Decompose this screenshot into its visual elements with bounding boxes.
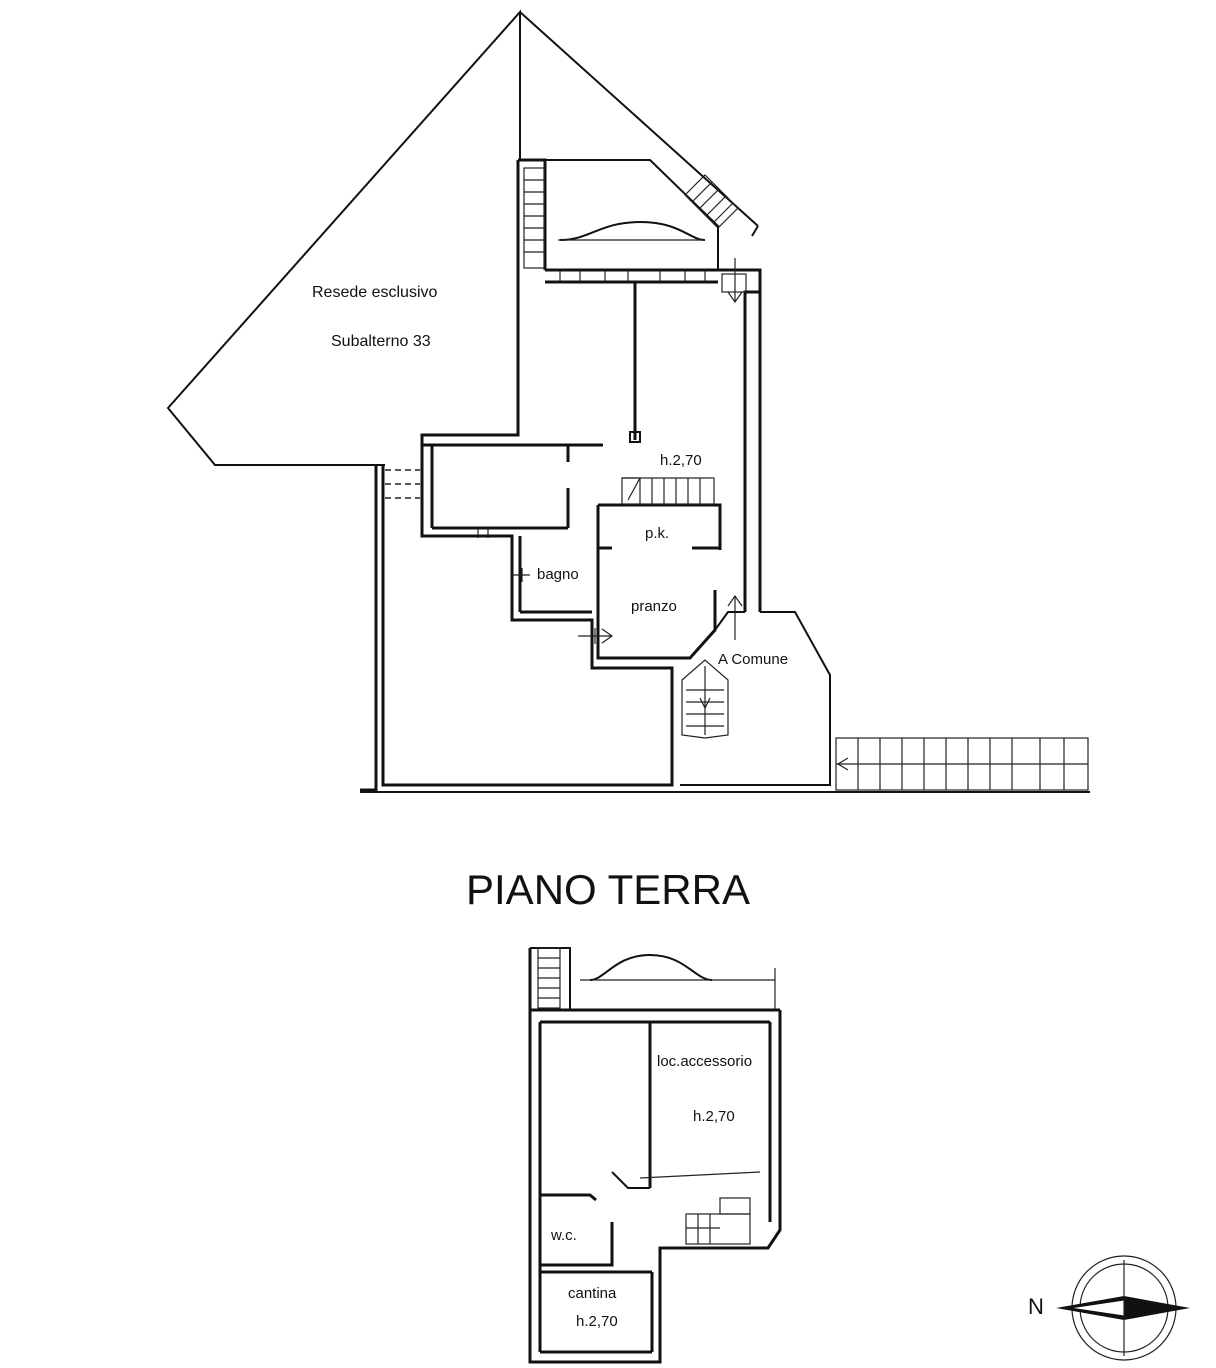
room-label-wc: w.c. bbox=[551, 1227, 577, 1244]
room-label-cantina: cantina bbox=[568, 1285, 617, 1302]
ground-floor-plan bbox=[166, 9, 1090, 793]
garden-label: Resede esclusivo bbox=[312, 284, 438, 301]
stair-top-right bbox=[684, 174, 739, 229]
entrance-arrow-top bbox=[721, 258, 747, 304]
floor-title: PIANO TERRA bbox=[466, 866, 750, 913]
room-label-comune: A Comune bbox=[718, 651, 789, 668]
room-label-accessorio: loc.accessorio bbox=[657, 1053, 753, 1070]
left-dashed-opening bbox=[385, 469, 420, 499]
cantina-height-label: h.2,70 bbox=[576, 1313, 618, 1330]
stair-basement-bottom bbox=[685, 1197, 751, 1245]
room-label-bagno: bagno bbox=[537, 566, 579, 583]
basement-plan bbox=[528, 947, 782, 1364]
stair-spiral bbox=[681, 659, 729, 739]
north-arrow-icon bbox=[1056, 1255, 1190, 1361]
building-outline bbox=[381, 160, 674, 787]
pranzo-door-arrow bbox=[578, 628, 614, 644]
top-wall-windows bbox=[559, 270, 706, 282]
garden-boundary bbox=[166, 9, 521, 466]
ground-height-label: h.2,70 bbox=[660, 452, 702, 469]
entrance-arrow-common bbox=[727, 594, 743, 640]
accessorio-height-label: h.2,70 bbox=[693, 1108, 735, 1125]
stair-top-left bbox=[523, 167, 545, 269]
garden-sub-label: Subalterno 33 bbox=[331, 333, 431, 350]
compass-north-letter: N bbox=[1028, 1294, 1044, 1319]
stair-central bbox=[621, 477, 715, 505]
stair-basement-top bbox=[537, 947, 561, 1009]
exterior-paving bbox=[835, 737, 1089, 791]
room-label-pk: p.k. bbox=[645, 525, 670, 542]
room-label-pranzo: pranzo bbox=[631, 598, 677, 615]
